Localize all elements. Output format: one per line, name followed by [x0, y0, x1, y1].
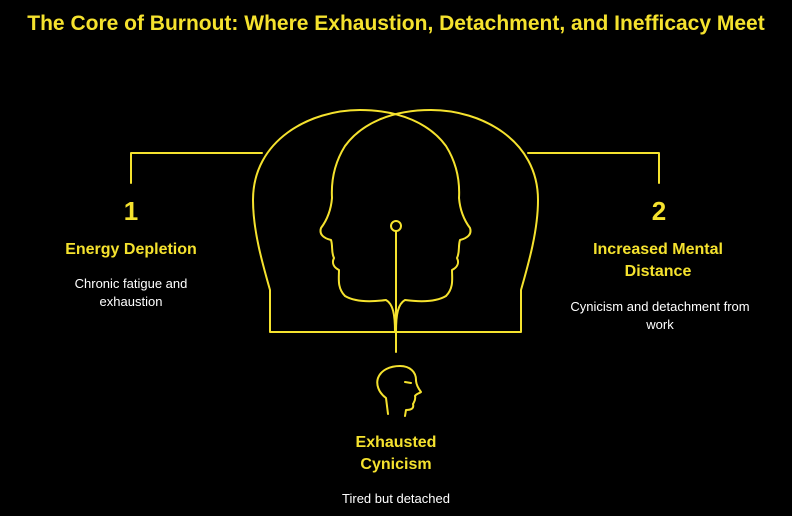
connector-line-left	[130, 152, 263, 184]
page-title: The Core of Burnout: Where Exhaustion, D…	[27, 12, 765, 35]
item-1-number: 1	[123, 196, 139, 226]
tired-eye-icon	[404, 381, 412, 384]
item-2-number: 2	[651, 196, 667, 226]
item-2-heading: Increased Mental Distance	[593, 241, 723, 280]
left-head-icon	[252, 109, 472, 333]
item-1-description: Chronic fatigue and exhaustion	[74, 276, 188, 309]
item-2-description: Cynicism and detachment from work	[570, 299, 750, 332]
right-head-icon	[319, 109, 539, 333]
connector-line-right	[527, 152, 660, 184]
item-3-description: Tired but detached	[342, 491, 450, 506]
item-3-heading: Exhausted Cynicism	[355, 434, 437, 473]
tired-head-icon	[376, 365, 422, 417]
item-1-heading: Energy Depletion	[65, 241, 197, 258]
center-node-icon	[390, 220, 402, 232]
